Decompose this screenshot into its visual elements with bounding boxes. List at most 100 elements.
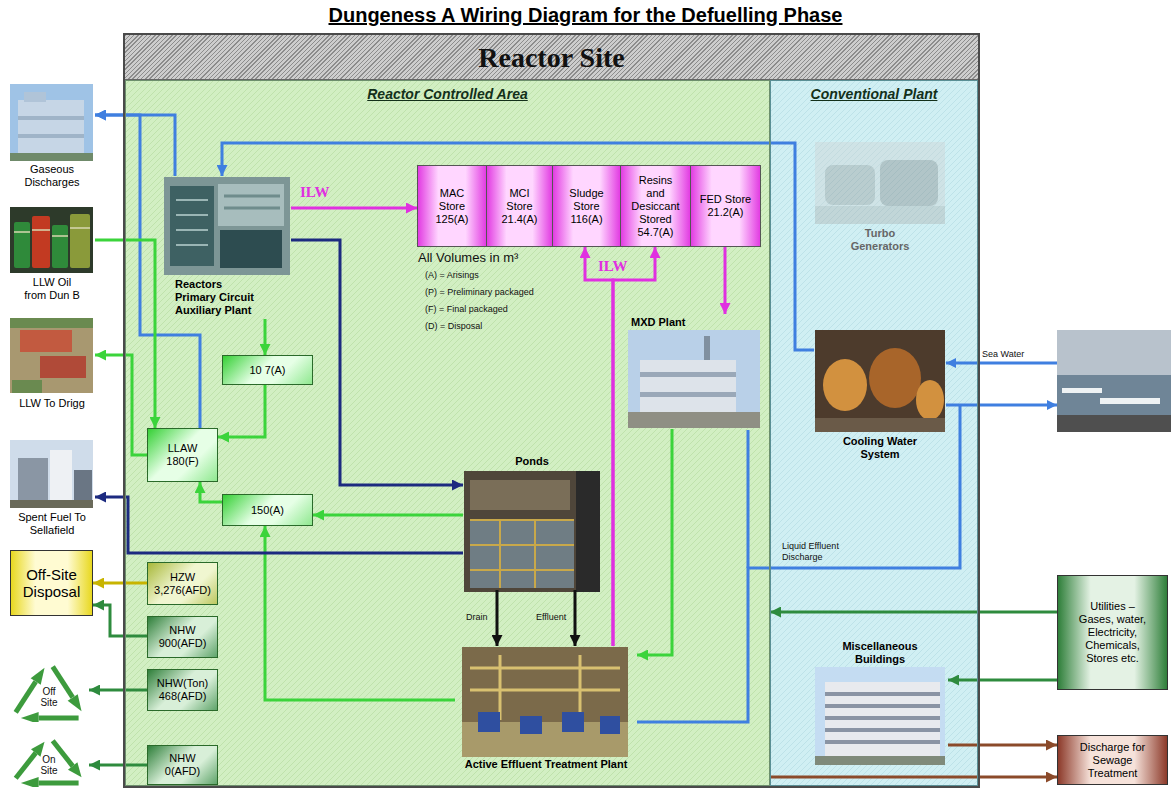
effluent-plant-photo xyxy=(462,647,628,757)
photo-caption: MXD Plant xyxy=(631,316,751,329)
store-box: Sludge Store116(A) xyxy=(552,165,621,247)
oil-drum-photo xyxy=(32,216,50,268)
sea-photo xyxy=(1057,415,1171,432)
reactor-photo xyxy=(164,177,290,275)
effluent-plant-photo xyxy=(600,716,620,734)
connector-label-box: Effluent xyxy=(536,612,566,622)
box-volume: 0(AFD) xyxy=(152,765,213,778)
mxd-plant-photo xyxy=(640,372,736,377)
store-name: Sludge Store xyxy=(561,187,612,213)
connector-label-box: Drain xyxy=(466,612,488,622)
turbo-generator-photo xyxy=(815,142,945,224)
disposal-label: Off-Site Disposal xyxy=(14,566,89,600)
box-volume: 10 7(A) xyxy=(227,364,308,377)
drigg-site-photo xyxy=(40,356,86,378)
effluent-plant-photo xyxy=(520,716,542,734)
ponds-photo xyxy=(464,471,600,592)
recycle-label: On Site xyxy=(34,754,64,776)
flow-connector xyxy=(93,582,147,585)
recycle-head xyxy=(21,712,39,722)
drigg-site-photo xyxy=(10,318,93,328)
mxd-plant-photo xyxy=(628,412,760,428)
site-heading: Reactor Site xyxy=(125,35,978,80)
photo-caption: Gaseous Discharges xyxy=(9,163,95,189)
flow-connector xyxy=(313,514,463,517)
turbo-generator-photo: Turbo Generators xyxy=(814,141,946,255)
cooling-water-photo xyxy=(869,348,921,408)
store-box: MCI Store21.4(A) xyxy=(486,165,553,247)
store-volume: 125(A) xyxy=(426,213,478,226)
box-label: NHW xyxy=(152,624,213,637)
water-pipe xyxy=(637,363,1057,722)
water-pipe xyxy=(637,405,960,722)
turbo-generator-photo xyxy=(880,160,938,206)
waste-box: HZW3,276(AFD) xyxy=(147,562,218,605)
flow-connector xyxy=(770,611,1057,614)
sea-photo xyxy=(1057,330,1171,375)
recycle-stem xyxy=(16,753,36,778)
sea-photo xyxy=(1057,375,1171,415)
utility-box: Utilities – Gases, water, Electricity, C… xyxy=(1057,575,1168,690)
box-label: NHW(Ton) xyxy=(152,677,213,690)
cooling-water-photo: Cooling Water System xyxy=(814,329,946,463)
photo-caption: LLW Oil from Dun B xyxy=(21,276,83,302)
label-box: Sea Water xyxy=(982,349,1024,360)
ponds-photo xyxy=(470,520,574,588)
sellafield-photo xyxy=(10,440,93,508)
photo-caption: Cooling Water System xyxy=(836,435,924,461)
oil-drum-photo xyxy=(70,214,90,268)
store-name: Resins and Desiccant Stored xyxy=(629,174,682,226)
box-volume: 150(A) xyxy=(227,504,308,517)
oil-drum-photo xyxy=(52,225,68,268)
photo-caption: Miscellaneous Buildings xyxy=(830,640,930,666)
connector-label-box: ILW xyxy=(598,258,627,275)
recycle-head xyxy=(68,762,82,777)
flow-connector xyxy=(613,247,655,646)
sea-photo xyxy=(1062,388,1102,393)
utility-label: Utilities – Gases, water, Electricity, C… xyxy=(1072,600,1153,665)
flow-connector xyxy=(637,429,672,655)
ponds-photo xyxy=(470,480,570,510)
photo-caption: Spent Fuel To Sellafield xyxy=(9,511,95,537)
photo-caption: LLW To Drigg xyxy=(9,397,95,410)
photo-caption: Ponds xyxy=(463,455,601,468)
mxd-plant-photo xyxy=(640,360,736,414)
store-box: Resins and Desiccant Stored54.7(A) xyxy=(620,165,691,247)
recycle-stem xyxy=(53,667,73,698)
flow-connector xyxy=(95,115,200,428)
flow-label: Liquid Effluent Discharge xyxy=(782,541,862,563)
effluent-plant-photo xyxy=(562,712,584,732)
connector-label: ILW xyxy=(300,184,329,201)
sewage-box: Discharge for Sewage Treatment xyxy=(1057,735,1168,785)
box-volume: 468(AFD) xyxy=(152,690,213,703)
waste-box: 150(A) xyxy=(222,494,313,526)
mxd-plant-photo: MXD Plant xyxy=(627,314,761,429)
area-ground xyxy=(125,80,978,786)
recycle-stem xyxy=(39,716,79,721)
water-pipe xyxy=(946,404,1057,407)
area-heading: Reactor Controlled Area xyxy=(126,81,769,102)
store-box: MAC Store125(A) xyxy=(417,165,487,247)
turbo-generator-photo xyxy=(815,142,945,224)
waste-box: NHW(Ton)468(AFD) xyxy=(147,669,218,711)
recycle-stem xyxy=(39,781,79,786)
store-box: FED Store21.2(A) xyxy=(690,165,761,247)
reactor-photo xyxy=(170,186,214,266)
reactor-photo xyxy=(224,196,280,208)
connector-label: ILW xyxy=(598,258,627,275)
conventional-plant: Conventional PlantTurbo GeneratorsCoolin… xyxy=(770,80,978,786)
cooling-water-photo xyxy=(815,330,945,432)
office-building-photo xyxy=(815,667,945,765)
flow-connector xyxy=(89,689,147,692)
label-box: (F) = Final packaged xyxy=(425,304,508,315)
ponds-photo xyxy=(464,471,600,592)
ponds-photo xyxy=(576,471,600,592)
store-name: FED Store xyxy=(699,193,752,206)
gaseous-discharge-photo xyxy=(10,84,93,161)
office-building-photo xyxy=(815,756,945,765)
oil-drum-photo xyxy=(10,207,93,273)
connector-label: Effluent xyxy=(536,612,566,622)
reactor-photo: Reactors Primary Circuit Auxiliary Plant xyxy=(163,176,291,319)
box-label: HZW xyxy=(152,571,213,584)
